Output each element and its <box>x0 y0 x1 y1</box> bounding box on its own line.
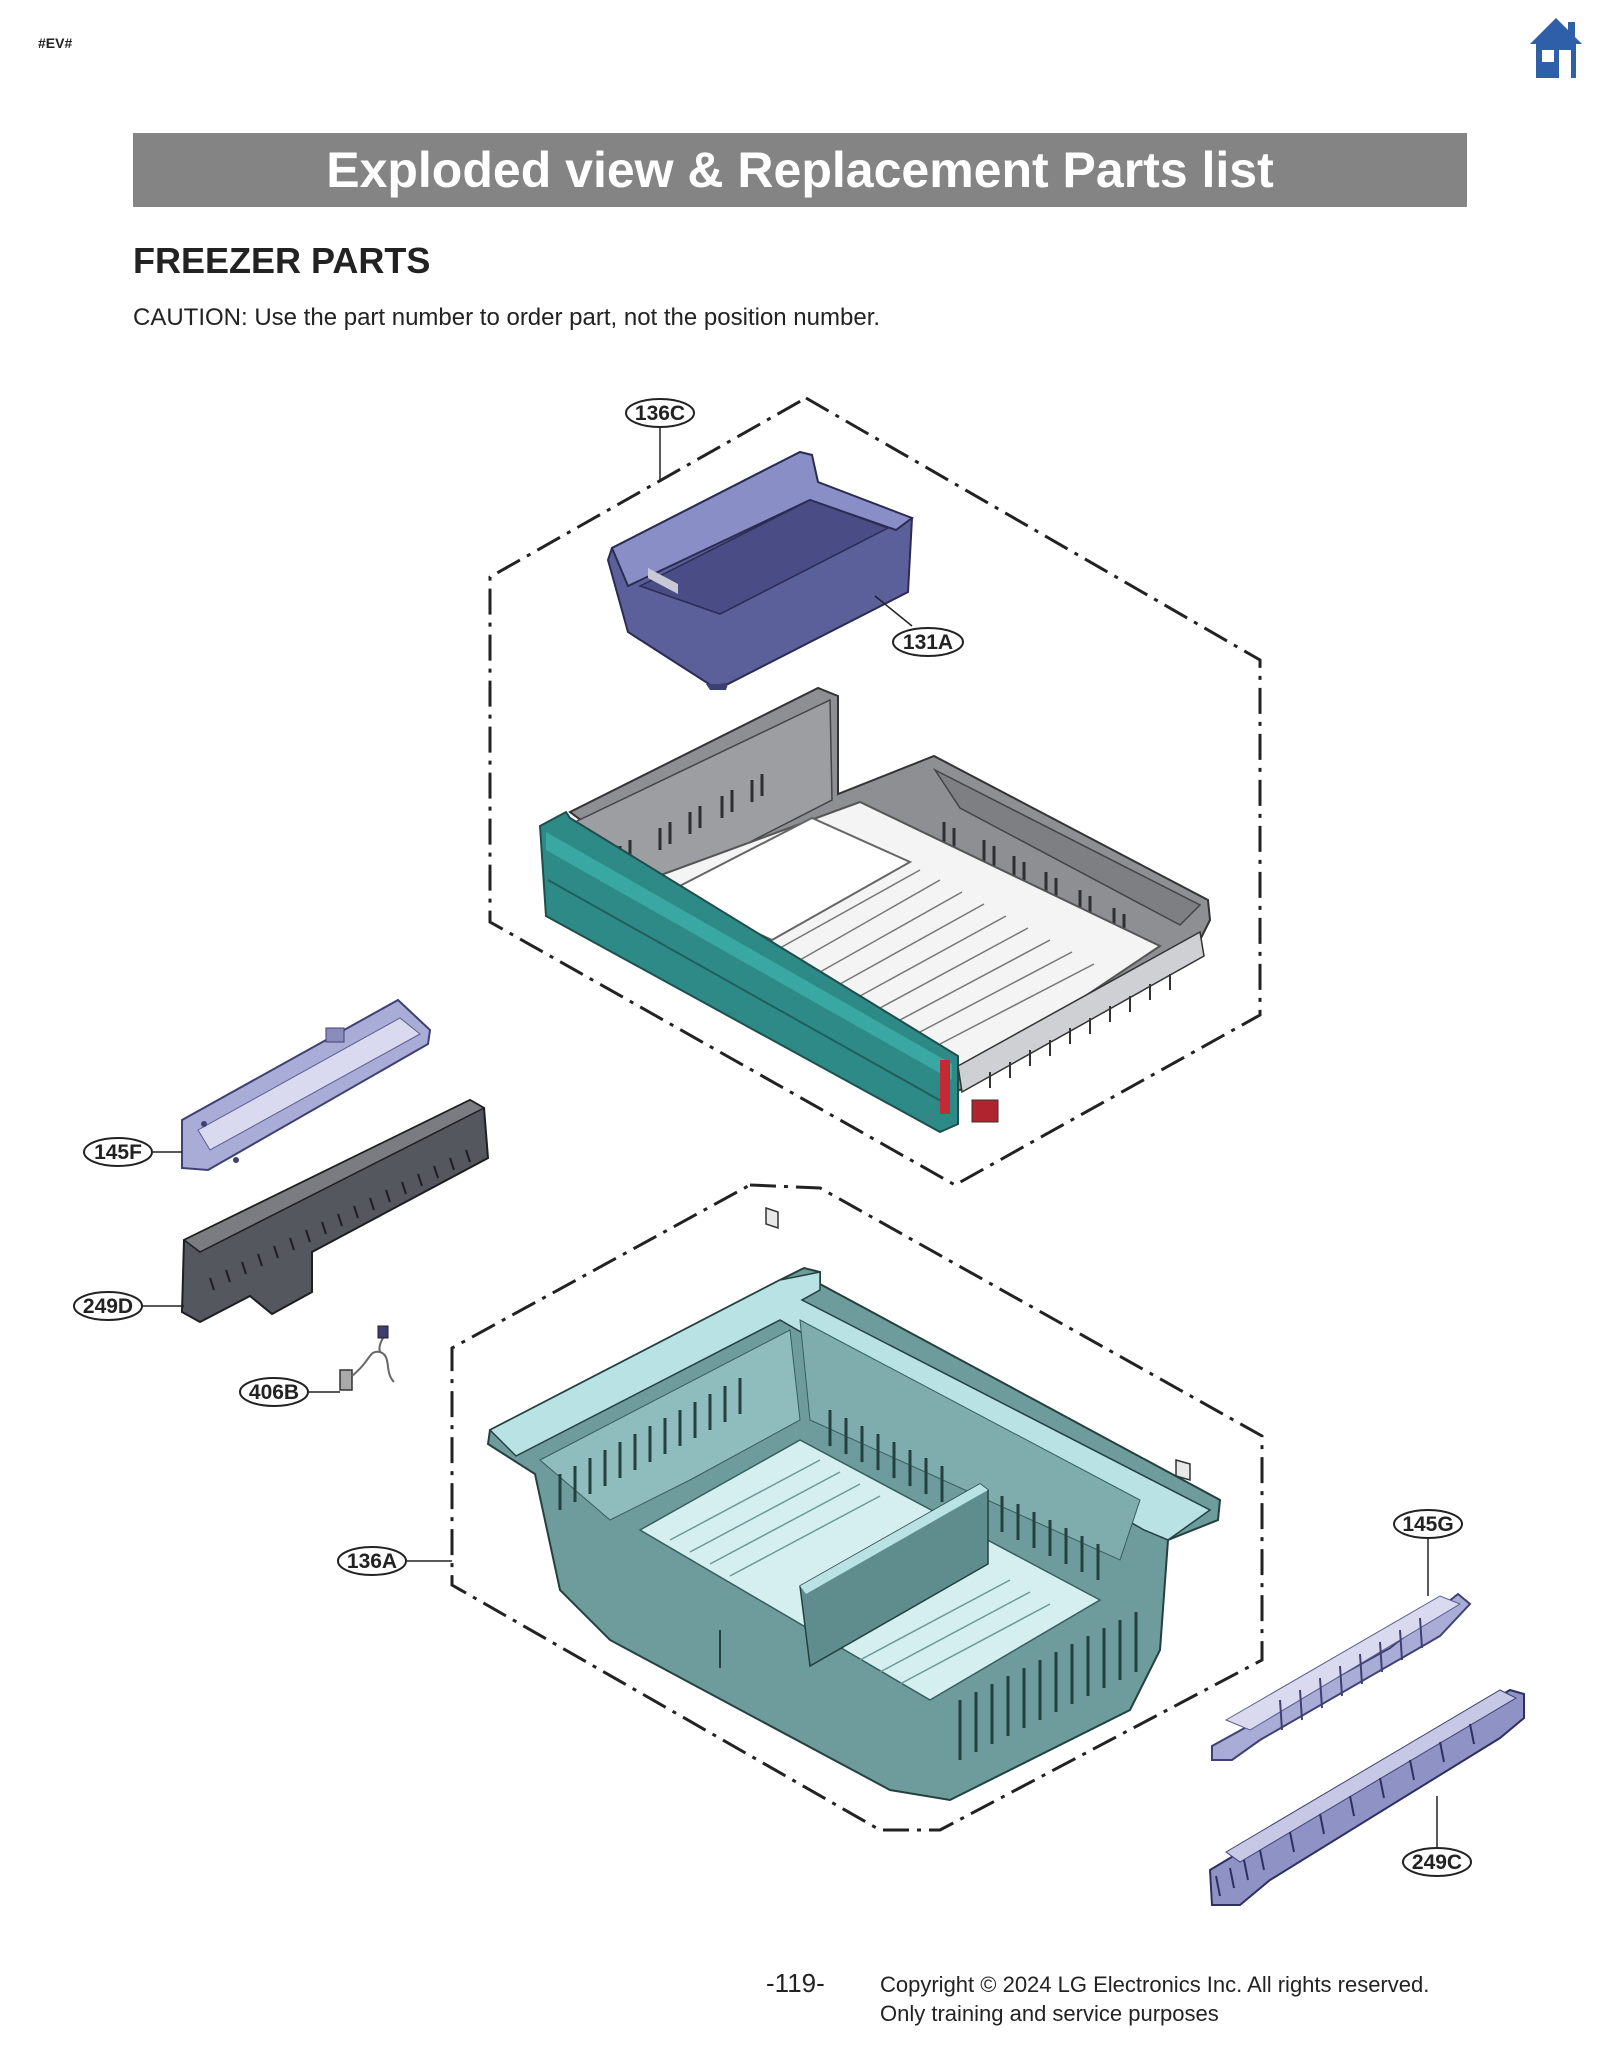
callout-145f[interactable]: 145F <box>83 1137 182 1167</box>
callout-131a-label: 131A <box>903 631 953 654</box>
clip-right <box>1175 1459 1191 1481</box>
callout-145g[interactable]: 145G <box>1393 1509 1463 1596</box>
callout-249d-label: 249D <box>83 1295 133 1318</box>
page-number: -119- <box>766 1968 825 1998</box>
home-button[interactable] <box>1528 16 1584 80</box>
clip-top <box>765 1206 779 1230</box>
caution-note: CAUTION: Use the part number to order pa… <box>133 304 881 331</box>
usage-line: Only training and service purposes <box>880 2001 1219 2026</box>
part-145f-rail <box>181 998 432 1172</box>
page-title: Exploded view & Replacement Parts list <box>133 133 1467 207</box>
part-406b-sensor <box>339 1325 395 1391</box>
callout-249c[interactable]: 249C <box>1402 1796 1472 1877</box>
copyright-notice: Copyright © 2024 LG Electronics Inc. All… <box>880 1970 1429 2028</box>
callout-136c[interactable]: 136C <box>625 398 695 480</box>
callout-145g-label: 145G <box>1402 1513 1453 1536</box>
callout-249d[interactable]: 249D <box>73 1291 184 1321</box>
part-136a-basket <box>486 1266 1222 1802</box>
upper-group-outline <box>488 396 1262 1187</box>
lower-group-outline <box>450 1183 1264 1832</box>
part-131a-bin <box>606 450 915 690</box>
copyright-line: Copyright © 2024 LG Electronics Inc. All… <box>880 1972 1430 1997</box>
part-249d-rail <box>180 1098 490 1324</box>
document-tag: #EV# <box>38 35 73 51</box>
callout-406b-label: 406B <box>249 1381 299 1404</box>
callout-136a[interactable]: 136A <box>337 1546 452 1576</box>
home-icon <box>1530 18 1582 78</box>
callout-249c-label: 249C <box>1412 1851 1462 1874</box>
callout-136c-label: 136C <box>635 402 685 425</box>
upper-freezer-drawer <box>538 686 1212 1134</box>
callout-145f-label: 145F <box>94 1141 142 1164</box>
part-249c-rail <box>1208 1688 1525 1906</box>
callout-131a[interactable]: 131A <box>874 595 964 657</box>
part-145g-rail <box>1211 1592 1472 1761</box>
callout-136a-label: 136A <box>347 1550 397 1573</box>
section-title: FREEZER PARTS <box>133 240 431 281</box>
callout-406b[interactable]: 406B <box>239 1377 340 1407</box>
